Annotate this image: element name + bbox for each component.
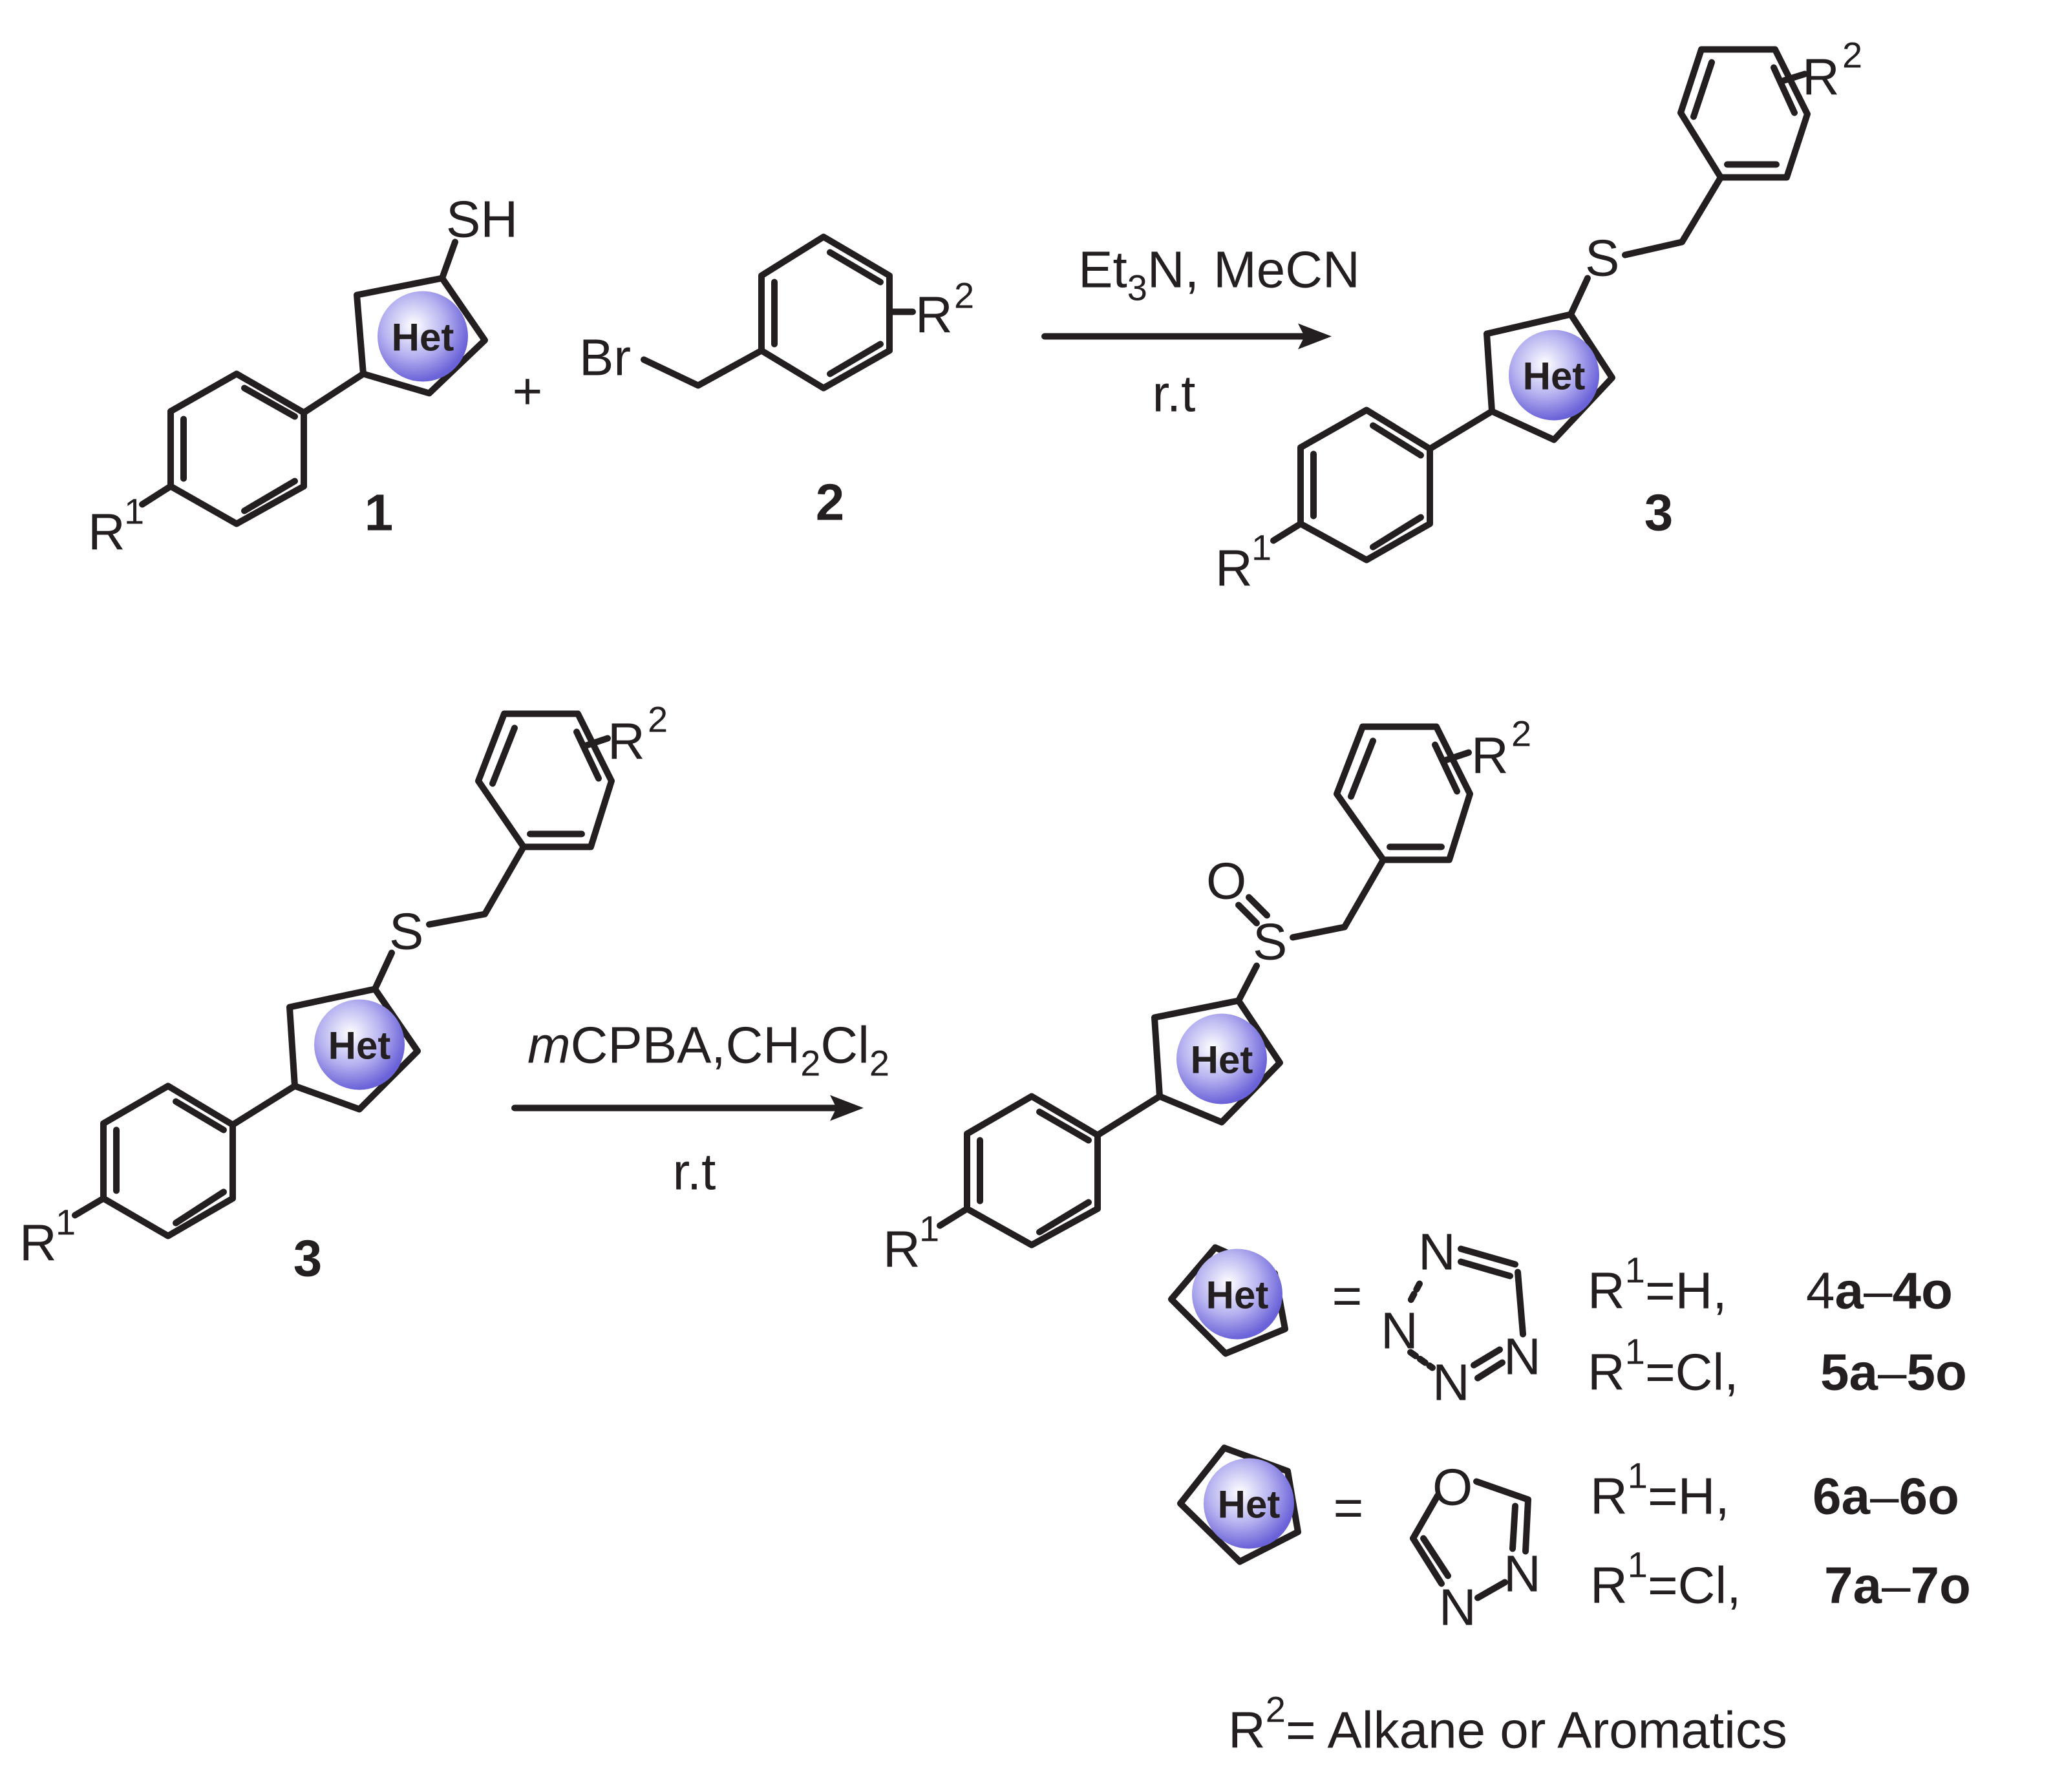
het-circle-icon	[314, 999, 405, 1090]
thiol-label: SH	[446, 191, 518, 248]
compound-3-product: Het S R 2 R 1 3	[1215, 35, 1862, 597]
atom-o: O	[1432, 1459, 1473, 1516]
oxygen-label: O	[1206, 852, 1246, 910]
compound-3-label: 3	[1644, 484, 1674, 542]
svg-text:7a–7o: 7a–7o	[1824, 1557, 1971, 1614]
het-circle-icon	[1192, 1249, 1282, 1340]
compound-2: Br R 2 2	[579, 233, 974, 531]
het-circle-icon	[1509, 330, 1599, 421]
reagent-1: Et3N, MeCN	[1078, 241, 1360, 308]
atom-n: N	[1439, 1579, 1476, 1636]
atom-n: N	[1418, 1223, 1456, 1281]
plus-sign: +	[513, 363, 543, 420]
compound-3-label: 3	[293, 1230, 323, 1287]
het-label: Het	[392, 316, 454, 359]
compound-1: Het SH R 1 1	[88, 191, 518, 561]
svg-text:6a–6o: 6a–6o	[1813, 1468, 1959, 1525]
r1-label: R	[19, 1214, 57, 1272]
svg-text:R1=Cl,: R1=Cl,	[1588, 1331, 1738, 1401]
het-label: Het	[328, 1024, 391, 1068]
oxadiazole-structure: O N N	[1410, 1459, 1541, 1636]
svg-text:4a–4o: 4a–4o	[1806, 1262, 1953, 1320]
r2-label: R	[608, 713, 645, 770]
sulfoxide-product: Het S O R 2 R 1	[883, 713, 1531, 1278]
equals-sign: =	[1334, 1479, 1364, 1537]
r2-label: R	[1471, 727, 1509, 785]
oxadiazole-legend: Het = O N N R1=H, 6a–6o R1=Cl, 7a–7o	[1177, 1444, 1971, 1636]
compound-2-label: 2	[816, 474, 845, 531]
bromine-label: Br	[579, 329, 631, 386]
r1-superscript: 1	[56, 1202, 76, 1243]
tetrazole-structure: N N N N	[1381, 1223, 1541, 1411]
sulfur-label: S	[389, 903, 423, 960]
sulfur-label: S	[1585, 229, 1619, 287]
r1-label: R	[1215, 540, 1253, 597]
r2-superscript: 2	[1511, 713, 1531, 754]
svg-text:5a–5o: 5a–5o	[1820, 1344, 1967, 1401]
condition-2: r.t	[673, 1143, 716, 1201]
r2-superscript: 2	[954, 275, 974, 316]
het-label: Het	[1218, 1483, 1281, 1526]
svg-text:R1=H,: R1=H,	[1590, 1455, 1730, 1525]
svg-text:R1=Cl,: R1=Cl,	[1590, 1544, 1741, 1614]
reagent-2: mCPBA,CH2Cl2	[527, 1017, 889, 1084]
het-label: Het	[1191, 1038, 1253, 1082]
r2-definition: R2= Alkane or Aromatics	[1228, 1689, 1787, 1759]
r2-superscript: 2	[648, 699, 668, 740]
het-circle-icon	[378, 291, 468, 382]
r1-superscript: 1	[919, 1208, 939, 1249]
het-label: Het	[1206, 1274, 1269, 1317]
r2-label: R	[915, 286, 953, 344]
compound-3-reactant: Het S R 2 R 1 3	[19, 699, 668, 1287]
condition-1: r.t	[1153, 365, 1196, 423]
atom-n: N	[1504, 1545, 1541, 1603]
atom-n: N	[1432, 1354, 1470, 1411]
r1-superscript: 1	[1251, 527, 1271, 568]
r2-label: R	[1802, 48, 1840, 106]
het-label: Het	[1523, 355, 1586, 398]
tetrazole-legend: Het = N N N N R1=H, 4a–4o R1=Cl, 5a–5o	[1168, 1223, 1967, 1411]
oxadiazole-row-1: R1=H, 6a–6o	[1590, 1455, 1959, 1525]
svg-text:R1=H,: R1=H,	[1588, 1250, 1727, 1320]
het-circle-icon	[1204, 1458, 1294, 1549]
r1-label: R	[88, 503, 125, 561]
compound-1-label: 1	[365, 484, 394, 542]
tetrazole-row-1: R1=H, 4a–4o	[1588, 1250, 1953, 1320]
reaction-1-arrow: Et3N, MeCN r.t	[1041, 241, 1360, 423]
reaction-2-arrow: mCPBA,CH2Cl2 r.t	[511, 1017, 889, 1201]
oxadiazole-row-2: R1=Cl, 7a–7o	[1590, 1544, 1971, 1614]
het-circle-icon	[1176, 1013, 1267, 1104]
equals-sign: =	[1332, 1267, 1363, 1325]
r1-label: R	[883, 1221, 920, 1278]
r2-superscript: 2	[1842, 35, 1862, 76]
tetrazole-row-2: R1=Cl, 5a–5o	[1588, 1331, 1967, 1401]
r1-superscript: 1	[124, 491, 144, 532]
